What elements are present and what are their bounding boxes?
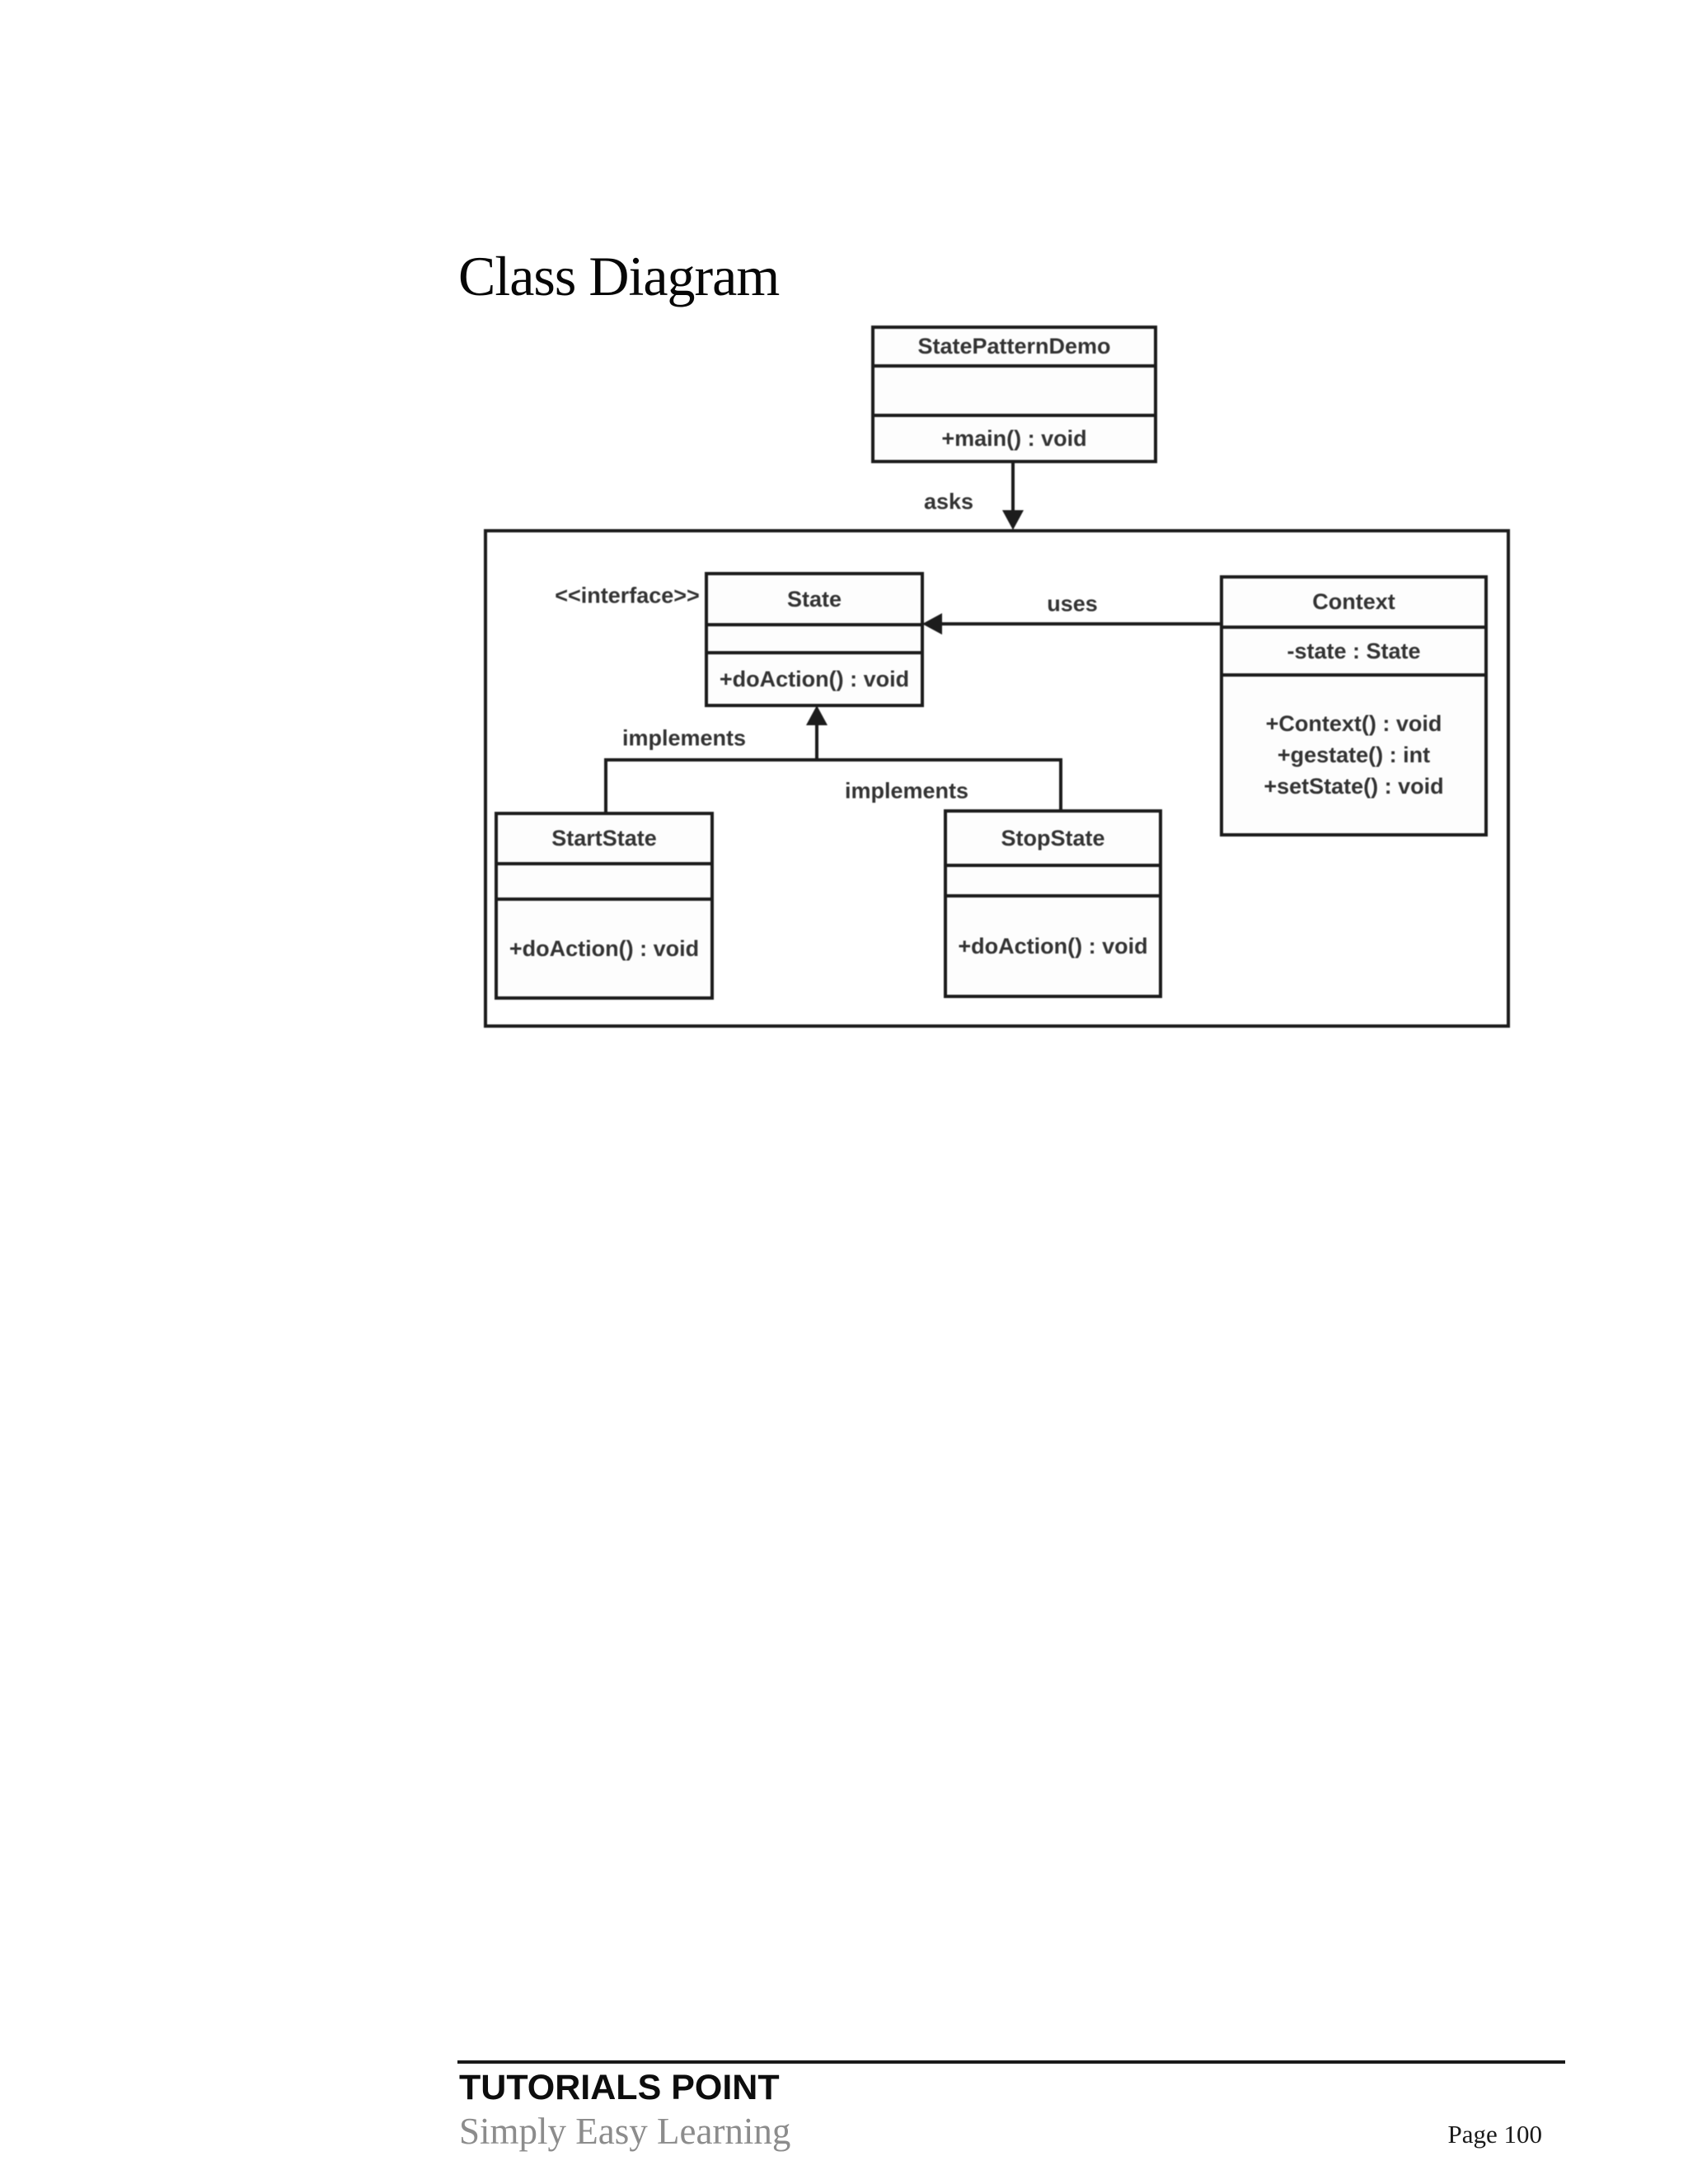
uml-class-diagram: StatePatternDemo +main() : void asks <<i… [484,326,1510,1028]
class-name: StartState [551,826,657,851]
footer-page-number: Page 100 [1447,2120,1542,2149]
method-label: +doAction() : void [958,934,1148,958]
class-name: Context [1312,589,1395,614]
class-name: StopState [1001,825,1105,851]
asks-edge-line [1011,462,1015,512]
attributes-compartment-empty [498,862,710,898]
footer-divider [457,2060,1565,2064]
class-name: StatePatternDemo [917,334,1111,359]
page-title: Class Diagram [458,245,780,307]
class-box-stopstate: StopState +doAction() : void [944,809,1162,998]
startstate-connector-stub [604,758,607,813]
class-name-compartment: Context [1223,579,1484,626]
class-box-context: Context -state : State +Context() : void… [1220,575,1488,837]
attributes-compartment-empty [708,623,921,651]
attributes-compartment-empty [947,864,1159,894]
attribute-label: -state : State [1287,638,1421,663]
class-name-compartment: StopState [947,813,1159,864]
method-label: +doAction() : void [509,936,700,961]
uses-arrowhead-icon [922,613,942,635]
diagram-container-box [484,529,1510,1028]
footer-tagline: Simply Easy Learning [459,2111,791,2152]
class-box-statepatterndemo: StatePatternDemo +main() : void [871,326,1157,463]
class-box-startstate: StartState +doAction() : void [495,812,714,1000]
implements-arrowhead-icon [806,705,828,725]
footer-brand: TUTORIALS POINT [459,2068,780,2107]
interface-stereotype-label: <<interface>> [555,583,700,608]
uses-edge-label: uses [1047,591,1098,616]
method-label: +setState() : void [1264,774,1444,799]
implements-edge-line [815,724,818,762]
class-name: State [786,586,842,612]
methods-compartment: +doAction() : void [708,651,921,704]
attributes-compartment-empty [874,364,1154,414]
attributes-compartment: -state : State [1223,626,1484,673]
class-box-state: State +doAction() : void [705,572,924,707]
method-label: +main() : void [941,426,1087,451]
methods-compartment: +main() : void [874,414,1154,460]
method-label: +gestate() : int [1277,743,1431,767]
methods-compartment: +doAction() : void [947,894,1159,995]
method-label: +doAction() : void [719,667,910,691]
asks-arrowhead-icon [1002,510,1024,530]
method-label: +Context() : void [1265,711,1442,736]
stopstate-connector-stub [1059,758,1062,811]
methods-compartment: +Context() : void +gestate() : int +setS… [1223,673,1484,833]
methods-compartment: +doAction() : void [498,898,710,996]
implements-label-stop: implements [844,778,969,804]
asks-edge-label: asks [923,489,974,514]
class-name-compartment: StartState [498,815,710,862]
uses-edge-line [940,622,1221,626]
implements-connector-line [604,758,1062,762]
implements-label-start: implements [621,725,747,751]
class-name-compartment: State [708,575,921,623]
class-name-compartment: StatePatternDemo [874,329,1154,364]
